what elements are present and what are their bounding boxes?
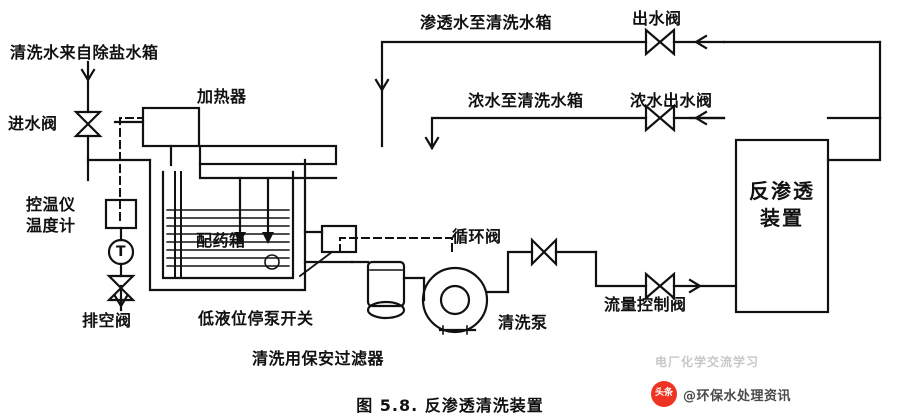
pump-impeller — [439, 284, 471, 316]
label-mixing-tank: 配药箱 — [196, 231, 246, 250]
pump-casing — [421, 266, 489, 334]
heater-coil-top — [198, 144, 338, 166]
label-ro-unit: 反渗透 装置 — [737, 178, 827, 232]
permeate-valve-body — [644, 27, 676, 57]
inlet-valve-body — [73, 110, 103, 138]
label-low-level-pump-stop-switch: 低液位停泵开关 — [198, 309, 314, 328]
toutiao-badge: 头条 @环保水处理资讯 — [651, 381, 791, 407]
heater-body — [141, 106, 201, 148]
flow-control-inlet — [594, 250, 648, 288]
circulation-control-signal — [339, 237, 453, 253]
label-heater: 加热器 — [197, 87, 247, 106]
label-permeate-to-cleaning-tank: 渗透水至清洗水箱 — [420, 13, 553, 32]
filter-bottom — [366, 300, 406, 320]
toutiao-logo-icon: 头条 — [651, 381, 677, 407]
label-circulation-valve: 循环阀 — [452, 227, 502, 246]
label-temp-controller: 控温仪 — [26, 195, 76, 214]
label-permeate-outlet-valve: 出水阀 — [632, 9, 682, 28]
pump-feet — [442, 325, 468, 335]
pump-suction — [421, 276, 426, 302]
label-flow-control-valve: 流量控制阀 — [604, 295, 687, 314]
temp-control-signal — [119, 117, 144, 221]
label-drain-valve: 排空阀 — [82, 311, 132, 330]
concentrate-down-arrow — [424, 136, 440, 151]
mixing-tank-inner — [161, 170, 295, 280]
downcomer-arrow-2 — [262, 232, 274, 244]
toutiao-account-name: @环保水处理资讯 — [683, 388, 792, 404]
heater-coil-return — [198, 162, 338, 180]
drain-valve-body — [106, 274, 136, 302]
circulation-valve-line — [506, 250, 534, 294]
permeate-flow-arrow — [693, 34, 708, 50]
ro-vessel-body — [734, 138, 830, 314]
label-ro-unit-line1: 反渗透 — [749, 179, 815, 203]
label-thermometer: 温度计 — [26, 216, 76, 235]
label-cleaning-safety-filter: 清洗用保安过滤器 — [252, 349, 385, 368]
downcomer-arrow-1 — [234, 232, 246, 244]
flow-direction-arrow — [688, 278, 703, 294]
label-cleaning-pump: 清洗泵 — [498, 313, 548, 332]
watermark-text: 电厂化学交流学习 — [655, 355, 760, 369]
feed-arrow — [80, 68, 96, 83]
filter-body — [366, 260, 406, 308]
label-feed-from-demin-tank: 清洗水来自除盐水箱 — [10, 43, 159, 62]
label-ro-unit-line2: 装置 — [760, 206, 804, 230]
concentrate-from-ro — [826, 116, 882, 162]
low-level-switch-pointer — [298, 250, 334, 278]
circulation-valve-body — [530, 237, 558, 267]
mixing-tank-outer — [148, 158, 307, 292]
concentrate-flow-arrow — [693, 110, 708, 126]
figure-caption: 图 5.8. 反渗透清洗装置 — [356, 396, 544, 415]
tank-agitator — [264, 254, 280, 270]
permeate-to-tank-run — [380, 40, 648, 92]
piping-lines — [73, 27, 882, 335]
concentrate-to-tank-run — [430, 116, 648, 150]
thermometer-letter: T — [116, 244, 127, 260]
label-concentrate-to-cleaning-tank: 浓水至清洗水箱 — [468, 91, 584, 110]
label-concentrate-outlet-valve: 浓水出水阀 — [630, 91, 713, 110]
label-inlet-valve: 进水阀 — [8, 114, 58, 133]
